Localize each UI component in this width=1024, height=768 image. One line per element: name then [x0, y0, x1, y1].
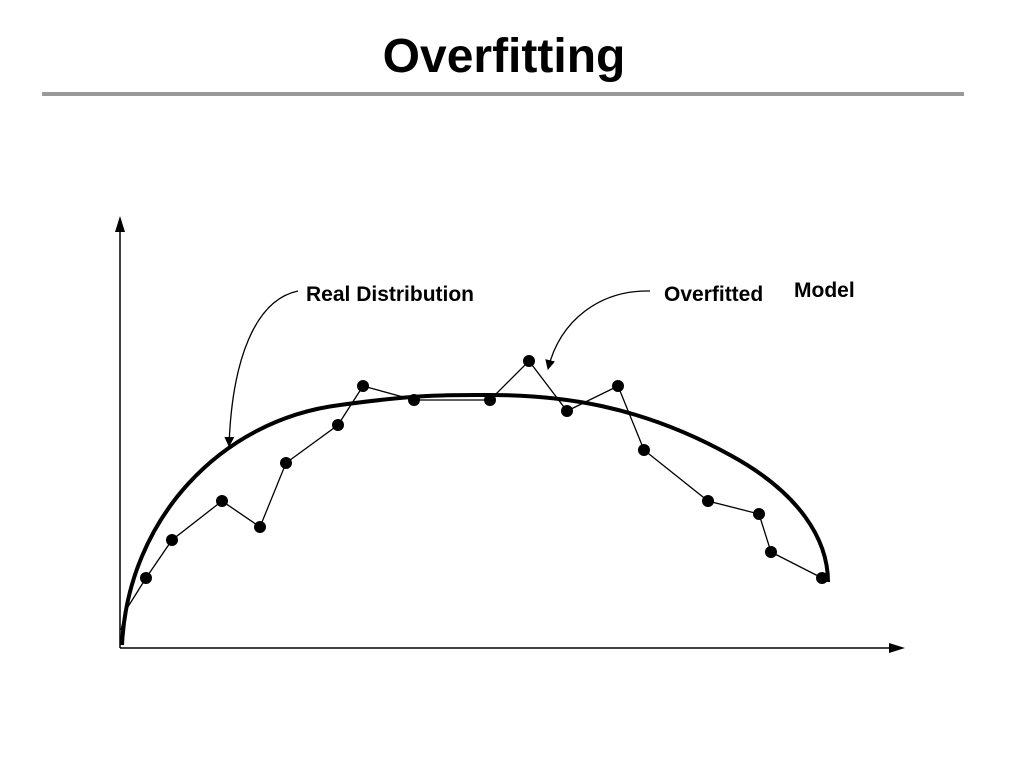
data-point [638, 444, 650, 456]
data-point [254, 521, 266, 533]
data-point [408, 394, 420, 406]
data-point [612, 380, 624, 392]
data-point [280, 457, 292, 469]
real-distribution-arrow [224, 290, 299, 447]
data-point [753, 508, 765, 520]
y-axis-arrowhead [115, 216, 125, 232]
data-point [561, 405, 573, 417]
x-axis-arrowhead [889, 643, 905, 653]
data-point [484, 394, 496, 406]
real-distribution-label: Real Distribution [306, 283, 474, 306]
model-label: Model [794, 279, 855, 302]
real-distribution-curve [120, 392, 830, 646]
data-point [702, 495, 714, 507]
data-point [765, 546, 777, 558]
data-point [216, 495, 228, 507]
data-point [166, 534, 178, 546]
data-point [816, 572, 828, 584]
data-point [332, 419, 344, 431]
data-point [140, 572, 152, 584]
slide-title: Overfitting [382, 30, 626, 83]
data-point [523, 355, 535, 367]
overfitted-label: Overfitted [664, 283, 763, 306]
overfitted-model-arrow [545, 290, 651, 370]
title-divider [42, 92, 964, 96]
data-points [140, 355, 828, 584]
data-point [357, 380, 369, 392]
overfitted-model-line [120, 360, 823, 631]
